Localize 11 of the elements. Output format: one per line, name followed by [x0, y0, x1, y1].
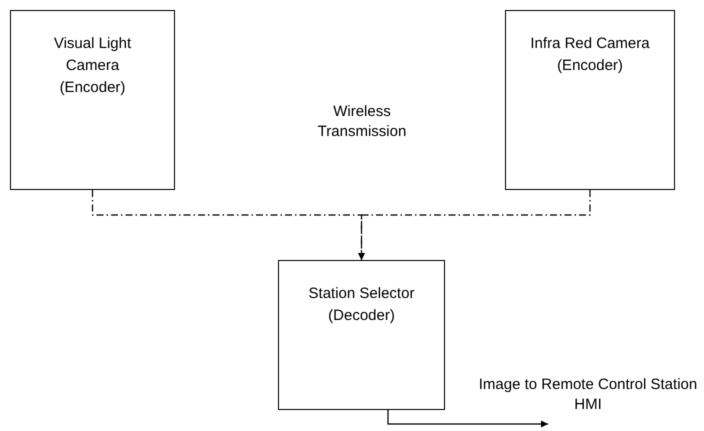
arrow [387, 410, 548, 428]
box-label: Station Selector (Decoder) [308, 284, 416, 326]
process-box [278, 260, 445, 410]
process-box [505, 10, 675, 190]
box-label: Visual Light Camera (Encoder) [52, 34, 132, 98]
arrow [92, 190, 365, 260]
edge-label: Image to Remote Control Station HMI [478, 375, 698, 415]
annotation-text: Wireless Transmission [316, 102, 408, 142]
arrow [358, 190, 591, 260]
process-box [10, 10, 175, 190]
box-label: Infra Red Camera (Encoder) [530, 34, 650, 76]
